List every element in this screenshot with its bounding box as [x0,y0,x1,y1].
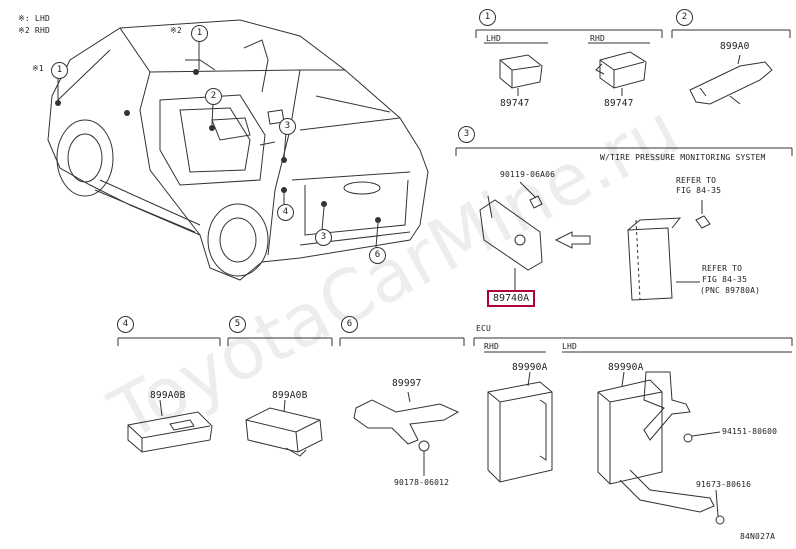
vehicle-leaders [57,40,379,248]
vehicle-illustration [47,19,429,281]
part-89997 [353,391,460,476]
part-89990A-lhd-label: 89990A [608,362,644,373]
part-89990A-lhd [597,371,725,525]
part-89747-lhd-label: 89747 [500,98,530,109]
car-star2-label: ※2 [170,26,182,35]
part-899A0 [689,54,773,105]
bolt-91673-label: 91673-80616 [696,480,752,489]
section-2-number: 2 [676,9,693,26]
vehicle-markers [55,69,381,223]
diagram-code: 84N027A [740,532,776,541]
car-star1-label: ※1 [32,64,44,73]
part-89990A-rhd [487,371,553,483]
ecu-title: ECU [476,324,492,333]
part-899A0B-4 [127,399,213,453]
part-89747-lhd [499,54,543,96]
car-callout-3-upper: 3 [279,118,296,135]
section-3-title: W/TIRE PRESSURE MONITORING SYSTEM [600,153,766,162]
car-callout-2: 2 [205,88,222,105]
part-89740A [479,195,543,290]
bolt-94151-label: 94151-80600 [722,427,778,436]
legend-rhd: ※2 RHD [18,26,50,35]
arrow-indicator [554,231,591,249]
part-899A0-label: 899A0 [720,41,750,52]
refer-1-line-1: REFER TO [676,176,717,185]
section-4-number: 4 [117,316,134,333]
part-89740A-highlight[interactable]: 89740A [487,290,536,307]
car-callout-1-top: 1 [191,25,208,42]
car-callout-6: 6 [369,247,386,264]
section-brackets [117,29,793,353]
part-89990A-rhd-label: 89990A [512,362,548,373]
section-1-number: 1 [479,9,496,26]
ecu-rhd-label: RHD [484,342,500,351]
part-89747-rhd-label: 89747 [604,98,634,109]
section-6-number: 6 [341,316,358,333]
refer-2-line-1: REFER TO [702,264,743,273]
legend-lhd: ※: LHD [18,14,50,23]
part-899A0B-5-label: 899A0B [272,390,308,401]
section-1-lhd-label: LHD [486,34,502,43]
bolt-90119-label: 90119-06A06 [500,170,556,179]
car-callout-1-left: 1 [51,62,68,79]
nut-90178-label: 90178-06012 [394,478,450,487]
part-899A0B-4-label: 899A0B [150,390,186,401]
part-89997-label: 89997 [392,378,422,389]
refer-2-line-3: (PNC 89780A) [700,286,761,295]
section-3-number: 3 [458,126,475,143]
section-5-number: 5 [229,316,246,333]
part-899A0B-5 [245,399,323,457]
part-89747-rhd [595,51,647,96]
part-89780A-reference [627,200,711,301]
refer-1-line-2: FIG 84-35 [676,186,722,195]
ecu-lhd-label: LHD [562,342,578,351]
refer-2-line-2: FIG 84-35 [702,275,748,284]
car-callout-3-lower: 3 [315,229,332,246]
car-callout-4: 4 [277,204,294,221]
bolt-90119 [519,181,543,209]
section-1-rhd-label: RHD [590,34,606,43]
